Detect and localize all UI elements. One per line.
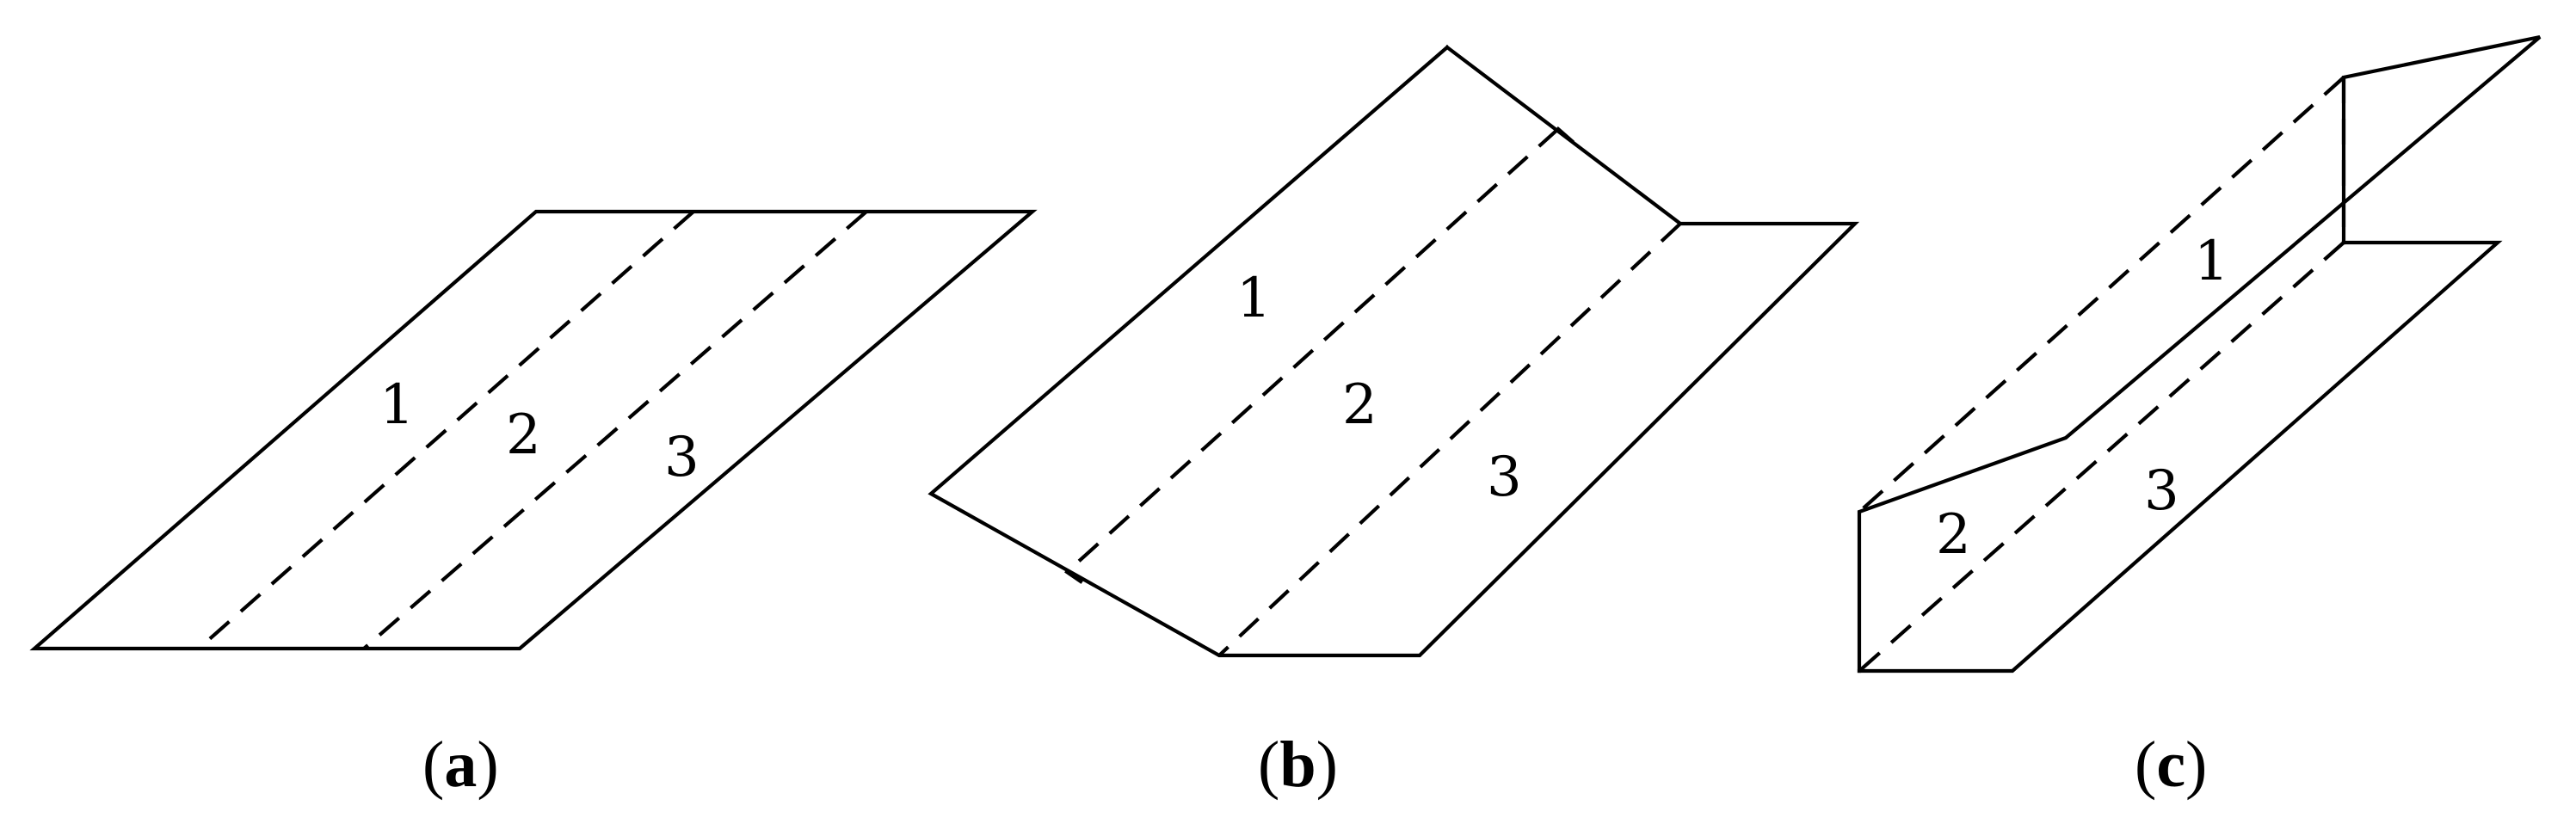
panel-a-sheet-outline xyxy=(29,209,1038,651)
panel-a-caption: (a) xyxy=(422,729,499,801)
panel-a-region-3-label: 3 xyxy=(664,426,699,489)
panel-a-fold-line-1 xyxy=(197,210,695,650)
caption-open-paren: ( xyxy=(422,729,444,801)
panel-b-sheet-outline xyxy=(927,45,1860,658)
panel-c: 1 2 3 (c) xyxy=(1857,34,2542,801)
panel-a: 1 2 3 (a) xyxy=(29,209,1038,801)
panel-a-region-1-label: 1 xyxy=(379,373,415,437)
panel-a-fold-line-2 xyxy=(362,210,868,650)
panel-b-region-3-label: 3 xyxy=(1487,446,1522,509)
panel-b-region-2-label: 2 xyxy=(1342,373,1377,437)
panel-c-fold-line xyxy=(1858,241,2345,673)
panel-b-letter: b xyxy=(1279,729,1316,801)
panel-b-caption: (b) xyxy=(1258,729,1338,801)
panel-a-region-2-label: 2 xyxy=(506,403,541,467)
caption-close-paren: ) xyxy=(477,729,498,801)
panel-b-fold-line-2 xyxy=(1217,222,1682,657)
panel-b-fold-end-top xyxy=(1556,126,1575,144)
panel-c-flange-outline xyxy=(1857,240,2503,673)
panel-c-region-2-label: 2 xyxy=(1936,503,1971,567)
panel-c-hidden-top-edge xyxy=(1858,76,2345,514)
caption-open-paren: ( xyxy=(2135,729,2156,801)
panel-c-caption: (c) xyxy=(2135,729,2207,801)
panel-b-region-1-label: 1 xyxy=(1236,267,1272,330)
panel-b-fold-line-1 xyxy=(1065,127,1560,574)
panel-c-web-outline xyxy=(1857,34,2542,673)
panel-a-letter: a xyxy=(444,729,477,801)
caption-close-paren: ) xyxy=(1316,729,1338,801)
panel-b-fold-end-bottom xyxy=(1064,569,1083,584)
panel-c-region-1-label: 1 xyxy=(2194,230,2229,293)
panel-b: 1 2 3 (b) xyxy=(927,45,1860,801)
caption-open-paren: ( xyxy=(1258,729,1279,801)
panel-c-region-3-label: 3 xyxy=(2144,459,2179,523)
caption-close-paren: ) xyxy=(2185,729,2207,801)
panel-c-letter: c xyxy=(2156,729,2185,801)
